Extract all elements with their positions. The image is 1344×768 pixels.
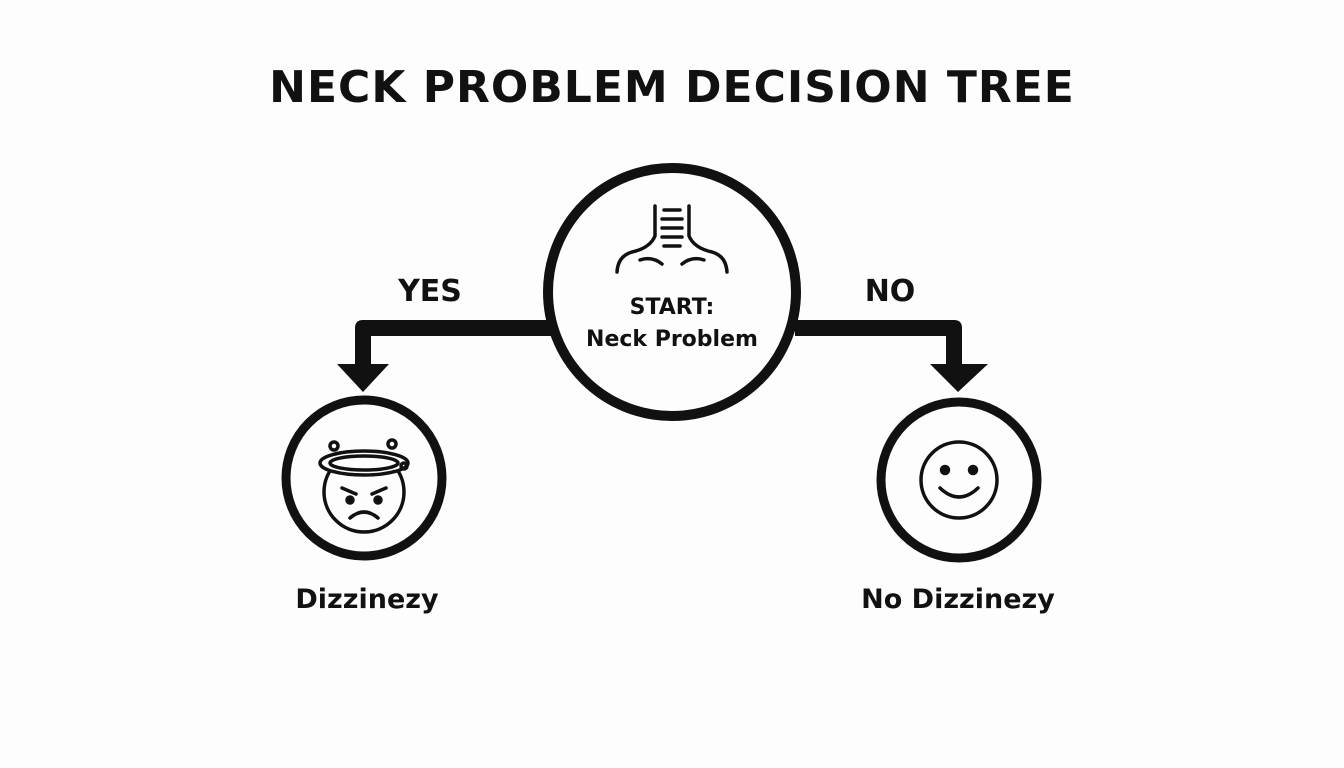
connector-no — [795, 320, 988, 392]
smiley-face-icon — [919, 440, 999, 520]
branch-label-yes: YES — [398, 274, 462, 309]
dizzy-face-icon — [318, 438, 410, 534]
start-node — [543, 163, 801, 421]
connector-yes — [337, 320, 552, 392]
outcome-node-yes — [281, 395, 447, 561]
start-node-label: START: Neck Problem — [572, 292, 772, 356]
outcome-node-no — [876, 397, 1042, 563]
start-node-line1: START: — [629, 295, 715, 320]
outcome-label-yes: Dizzinezy — [295, 584, 439, 615]
neck-icon — [615, 204, 729, 274]
page-title: NECK PROBLEM DECISION TREE — [269, 62, 1075, 113]
start-node-line2: Neck Problem — [586, 327, 758, 352]
outcome-label-no: No Dizzinezy — [861, 584, 1055, 615]
branch-label-no: NO — [864, 274, 916, 309]
